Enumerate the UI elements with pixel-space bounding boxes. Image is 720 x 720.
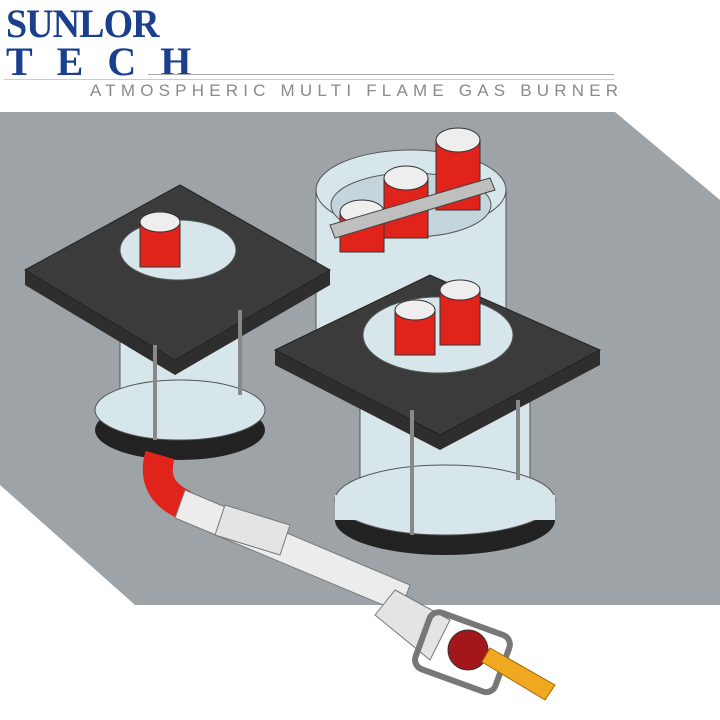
brand-logo: SUNLOR TECH xyxy=(6,4,215,82)
brand-line-1: SUNLOR xyxy=(6,1,160,46)
header-divider xyxy=(148,74,614,75)
left-burner xyxy=(23,184,332,460)
right-burner xyxy=(273,274,602,555)
header-divider-secondary xyxy=(4,79,614,80)
product-title: ATMOSPHERIC MULTI FLAME GAS BURNER xyxy=(90,81,624,100)
gas-supply-pipe xyxy=(142,450,556,701)
